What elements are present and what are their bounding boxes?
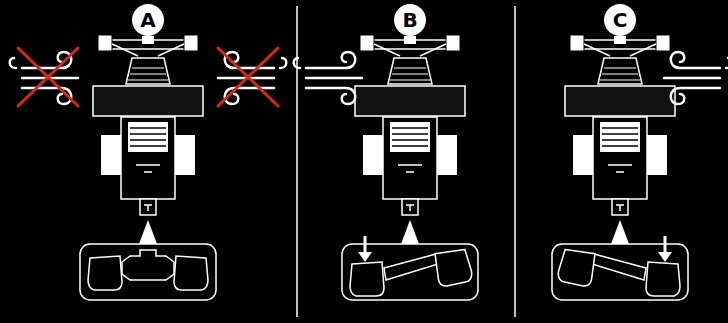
panel-letter: B <box>402 10 417 30</box>
panel-letter-circle: C <box>604 4 636 36</box>
panel-letter: C <box>613 10 628 30</box>
panel-letter: A <box>140 10 155 30</box>
panel-letter-circle: B <box>394 4 426 36</box>
panel-letter-circle: A <box>132 4 164 36</box>
